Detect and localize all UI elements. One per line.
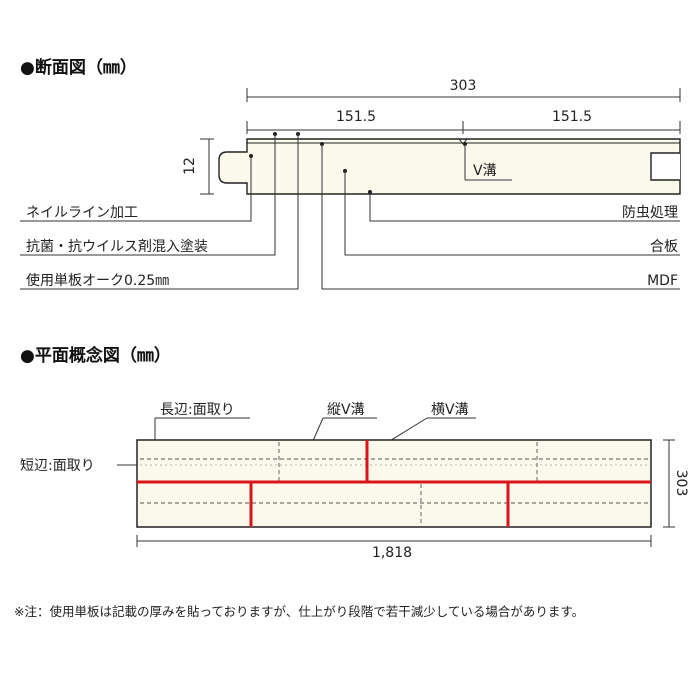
dimension-total: 303 xyxy=(246,78,681,102)
plan-dimension-width-text: 303 xyxy=(673,470,689,497)
vertical-groove-label: 縦V溝 xyxy=(327,402,365,418)
long-edge-callout: 長辺:面取り xyxy=(154,402,250,440)
v-groove-callout: V溝 xyxy=(464,144,512,181)
antibacterial-coating-label: 抗菌・抗ウイルス剤混入塗装 xyxy=(26,238,208,255)
dimension-total-text: 303 xyxy=(450,78,477,94)
veneer-label: 使用単板オーク0.25㎜ xyxy=(26,272,169,289)
short-edge-callout: 短辺:面取り xyxy=(20,458,137,474)
insect-proof-label: 防虫処理 xyxy=(622,205,678,221)
dimension-half-right-text: 151.5 xyxy=(552,109,592,125)
mdf-label: MDF xyxy=(647,273,678,289)
plywood-label: 合板 xyxy=(650,239,678,255)
board-section xyxy=(218,132,681,195)
footnote: ※注：使用単板は記載の厚みを貼っておりますが、仕上がり段階で若干減少している場合… xyxy=(14,604,584,619)
dimension-thickness-text: 12 xyxy=(182,157,198,175)
plan-view-heading: ●平面概念図（㎜） xyxy=(20,345,171,366)
dimension-thickness: 12 xyxy=(182,138,214,195)
left-leaders xyxy=(20,134,299,290)
dimension-half-left-text: 151.5 xyxy=(336,109,376,125)
board-plan xyxy=(136,439,652,528)
section-view-heading: ●断面図（㎜） xyxy=(20,57,137,78)
horizontal-groove-label: 横V溝 xyxy=(431,402,469,418)
plan-dimension-length: 1,818 xyxy=(136,535,652,561)
plan-dimension-width: 303 xyxy=(663,439,689,528)
right-leaders xyxy=(321,144,680,290)
plan-dimension-length-text: 1,818 xyxy=(372,545,412,561)
long-edge-label: 長辺:面取り xyxy=(160,402,235,418)
short-edge-label: 短辺:面取り xyxy=(20,458,95,474)
dimension-halves: 151.5 151.5 xyxy=(246,109,681,134)
nail-line-label: ネイルライン加工 xyxy=(26,205,138,221)
v-groove-label: V溝 xyxy=(473,163,497,179)
